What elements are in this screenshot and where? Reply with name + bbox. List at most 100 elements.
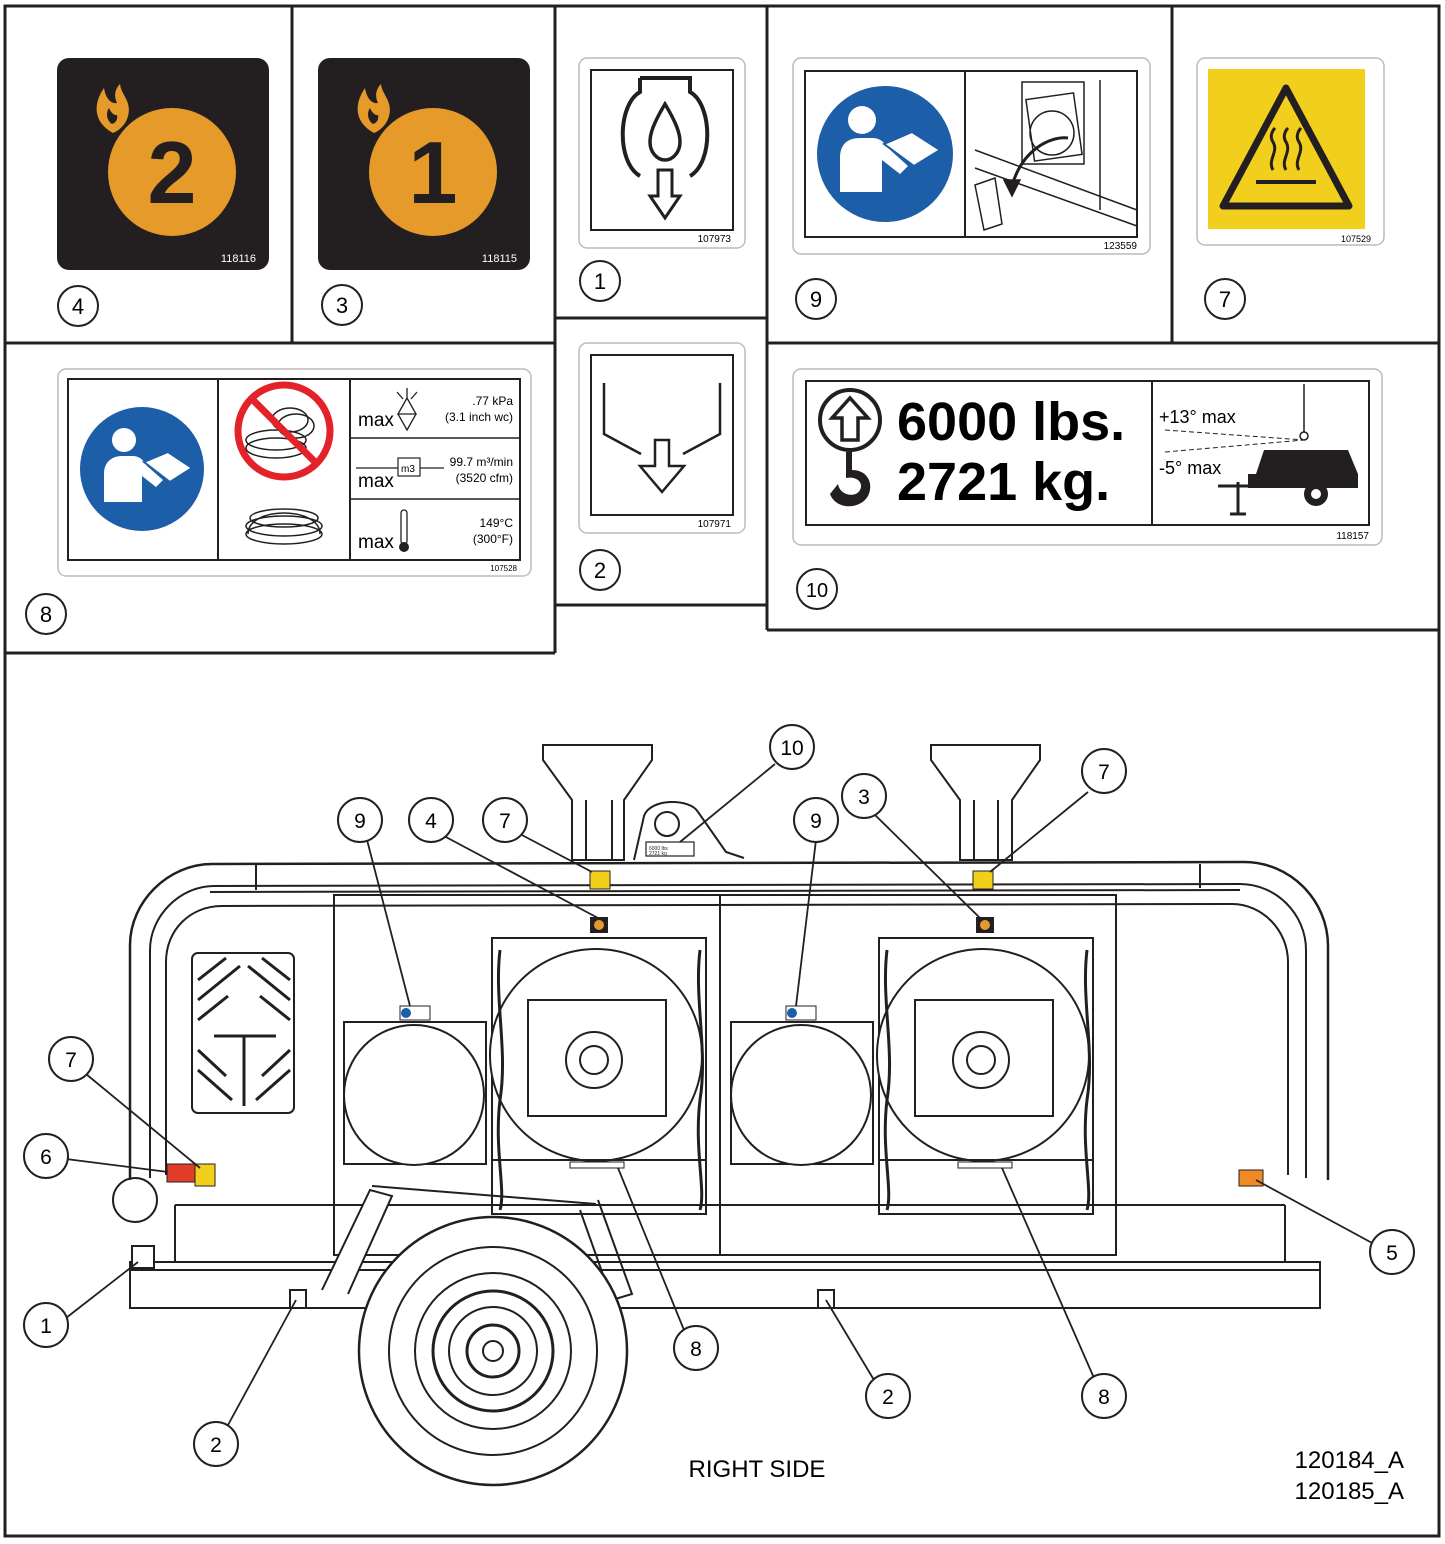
flame-icon xyxy=(357,84,390,133)
svg-text:10: 10 xyxy=(780,737,803,760)
flow-value: 99.7 m³/min xyxy=(450,455,513,469)
svg-text:2: 2 xyxy=(882,1386,894,1409)
svg-text:6000 lbs: 6000 lbs xyxy=(649,846,668,852)
hatch-illustration xyxy=(974,80,1138,231)
drawing-callout-6: 6 xyxy=(23,1133,69,1179)
panel-grid xyxy=(3,4,1441,1538)
svg-text:1: 1 xyxy=(594,269,606,294)
drawing-callout-8-left: 8 xyxy=(673,1325,719,1371)
svg-text:9: 9 xyxy=(810,287,822,312)
flame-icon xyxy=(96,84,129,133)
temp-max-label: max xyxy=(358,532,394,553)
lift-point-icon xyxy=(818,388,882,452)
drawing-callout-8-right: 8 xyxy=(1081,1373,1127,1419)
svg-text:8: 8 xyxy=(1098,1386,1110,1409)
drawing-callout-1: 1 xyxy=(23,1302,69,1348)
svg-text:7: 7 xyxy=(65,1049,77,1072)
temp-value-imperial: (300°F) xyxy=(473,532,513,546)
drawing-callout-4: 4 xyxy=(408,797,454,843)
drawing-callout-2-right: 2 xyxy=(865,1373,911,1419)
svg-text:8: 8 xyxy=(40,602,52,627)
decal-1-part-no: 107973 xyxy=(698,234,732,245)
svg-text:7: 7 xyxy=(499,810,511,833)
callout-3: 3 xyxy=(321,284,363,326)
svg-text:2: 2 xyxy=(210,1434,222,1457)
drawing-callout-7-left: 7 xyxy=(482,797,528,843)
lift-angle-up: +13° max xyxy=(1159,407,1236,427)
leader-lines xyxy=(65,763,1375,1426)
drawing-callout-3: 3 xyxy=(841,773,887,819)
drawing-number-1: 120184_A xyxy=(1295,1447,1404,1474)
drawing-callout-2-left: 2 xyxy=(193,1421,239,1467)
read-manual-icon xyxy=(104,428,194,502)
hot-surface-icon xyxy=(1256,126,1316,184)
decal-8-duct-limits: max .77 kPa (3.1 inch wc) max m3 99.7 m³… xyxy=(57,368,532,577)
svg-text:3: 3 xyxy=(336,293,348,318)
decal-2-drain: 107971 xyxy=(578,342,746,534)
callout-10-top: 10 xyxy=(796,568,838,610)
callout-2-top: 2 xyxy=(579,549,621,591)
drawing-callout-9-left: 9 xyxy=(337,797,383,843)
temperature-limit-row: max 149°C (300°F) xyxy=(358,509,513,553)
duct-coil-icon xyxy=(245,508,323,545)
decal-3-part-no: 118115 xyxy=(482,253,517,265)
svg-text:4: 4 xyxy=(425,810,437,833)
svg-text:2: 2 xyxy=(594,558,606,583)
drawing-callout-9-right: 9 xyxy=(793,797,839,843)
callout-1-top: 1 xyxy=(579,260,621,302)
pressure-limit-row: max .77 kPa (3.1 inch wc) xyxy=(358,388,513,432)
svg-text:8: 8 xyxy=(690,1338,702,1361)
lift-angle-down: -5° max xyxy=(1159,458,1221,478)
callout-8-top: 8 xyxy=(25,593,67,635)
svg-text:2721 kg: 2721 kg xyxy=(649,851,667,857)
drain-funnel-icon xyxy=(602,383,722,456)
callout-9-top: 9 xyxy=(795,278,837,320)
placed-decals xyxy=(166,870,1264,1187)
decal-10-lift-capacity: 6000 lbs. 2721 kg. +13° max -5° max 1181… xyxy=(792,368,1383,546)
svg-text:7: 7 xyxy=(1219,287,1231,312)
svg-text:9: 9 xyxy=(810,810,822,833)
flow-value-imperial: (3520 cfm) xyxy=(456,471,513,485)
decal-7-part-no: 107529 xyxy=(1341,234,1371,244)
svg-text:9: 9 xyxy=(354,810,366,833)
callout-4: 4 xyxy=(57,285,99,327)
thermometer-icon xyxy=(400,509,408,545)
decal-9-read-manual: 123559 xyxy=(792,57,1151,255)
view-label: RIGHT SIDE xyxy=(689,1456,826,1483)
decal-10-part-no: 118157 xyxy=(1336,531,1369,542)
decal-1-fuel-drain: 107973 xyxy=(578,57,746,249)
heater-trailer-drawing: 6000 lbs 2721 kg xyxy=(112,744,1330,1487)
pressure-value-imperial: (3.1 inch wc) xyxy=(445,410,513,424)
drawing-callout-5: 5 xyxy=(1369,1229,1415,1275)
drawing-callout-7-right: 7 xyxy=(1081,748,1127,794)
svg-text:5: 5 xyxy=(1386,1242,1398,1265)
svg-text:6: 6 xyxy=(40,1146,52,1169)
trailer-lift-icon xyxy=(1164,384,1358,516)
svg-text:4: 4 xyxy=(72,294,84,319)
pressure-value: .77 kPa xyxy=(472,394,513,408)
decal-8-part-no: 107528 xyxy=(490,564,517,573)
drawing-number-2: 120185_A xyxy=(1295,1478,1404,1505)
svg-text:10: 10 xyxy=(806,580,828,602)
decal-4-digit: 2 xyxy=(148,123,197,222)
drawing-callout-10: 10 xyxy=(769,724,815,770)
lift-weight-kg: 2721 kg. xyxy=(897,452,1110,512)
svg-text:1: 1 xyxy=(40,1315,52,1338)
decal-4-flame-2: 2 118116 xyxy=(57,58,269,270)
svg-text:3: 3 xyxy=(858,786,870,809)
flow-max-label: max xyxy=(358,471,394,492)
no-crushed-duct-icon xyxy=(234,381,334,481)
drain-icon xyxy=(620,76,710,178)
decal-3-digit: 1 xyxy=(409,123,458,222)
decal-9-part-no: 123559 xyxy=(1104,241,1138,252)
pressure-max-label: max xyxy=(358,410,394,431)
read-manual-icon xyxy=(840,106,942,192)
decal-7-hot-surface: 107529 xyxy=(1196,57,1385,246)
callout-7-top: 7 xyxy=(1204,278,1246,320)
decal-3-flame-1: 1 118115 xyxy=(318,58,530,270)
decal-2-part-no: 107971 xyxy=(698,519,732,530)
flow-unit-icon: m3 xyxy=(401,464,415,475)
hook-icon xyxy=(830,452,871,507)
